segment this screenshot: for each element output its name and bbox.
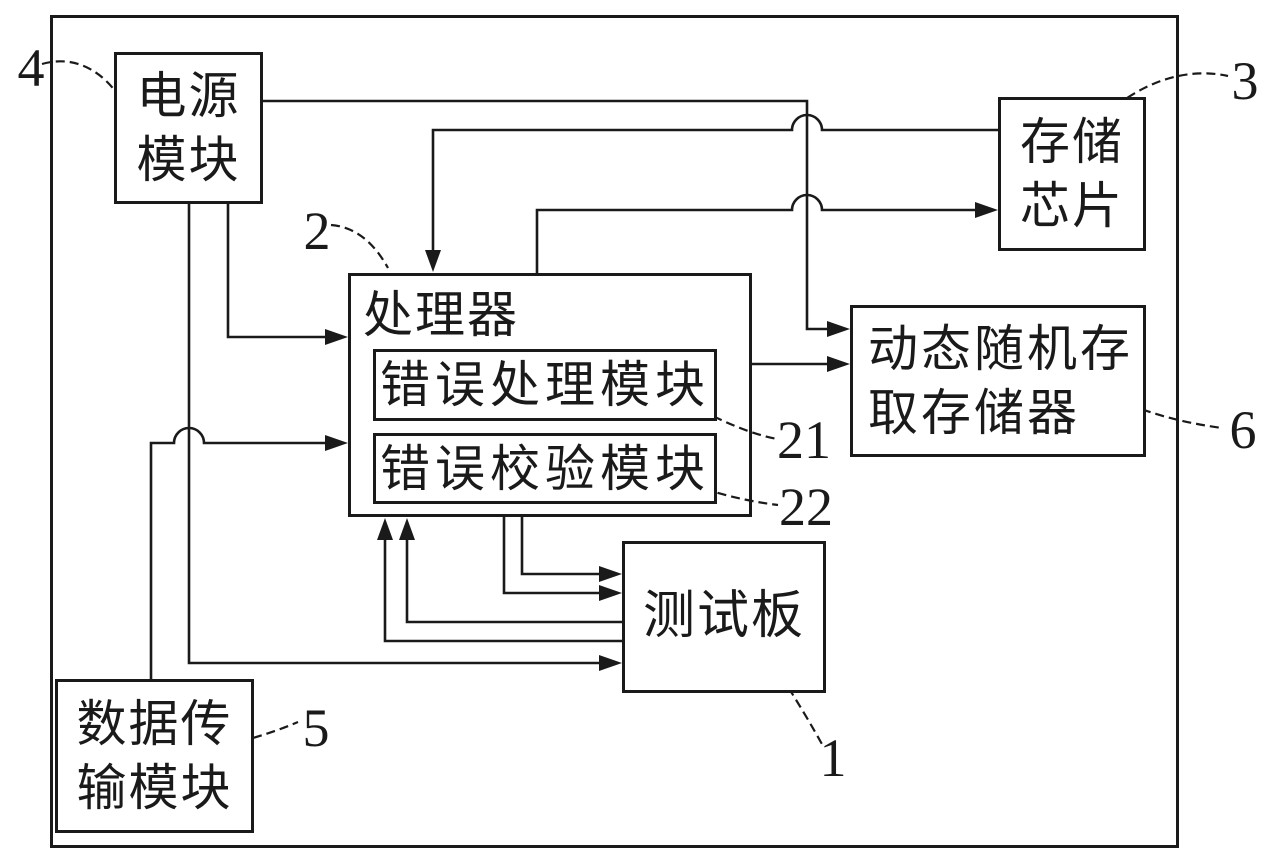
ref-label-power-module: 4 bbox=[17, 38, 45, 98]
dram-label-line2: 取存储器 bbox=[868, 385, 1080, 441]
error-check-module-label: 错误校验模块 bbox=[380, 440, 710, 497]
arrowhead-into-processor-left-1 bbox=[325, 329, 348, 345]
leader-ref-5 bbox=[252, 720, 299, 740]
ref-label-dram: 6 bbox=[1229, 400, 1257, 460]
ref-label-processor: 2 bbox=[303, 201, 331, 261]
data-transfer-label-line1: 数据传 bbox=[76, 696, 233, 752]
ref-label-storage-chip: 3 bbox=[1231, 51, 1259, 111]
arrowhead-into-dram-2 bbox=[827, 356, 850, 372]
ref-label-error-check: 22 bbox=[779, 477, 833, 537]
processor-label: 处理器 bbox=[363, 287, 519, 343]
line-power-to-processor bbox=[226, 204, 332, 339]
line-storage-to-processor bbox=[431, 113, 998, 256]
data-transfer-module-box: 数据传 输模块 bbox=[55, 679, 254, 833]
arrowhead-into-dram-1 bbox=[827, 321, 850, 337]
dram-box: 动态随机存 取存储器 bbox=[850, 305, 1146, 457]
ref-label-data-transfer: 5 bbox=[302, 698, 330, 758]
error-handling-module-box: 错误处理模块 bbox=[373, 349, 717, 421]
line-errorcheck-to-testboard-1 bbox=[520, 517, 606, 576]
power-module-label-line1: 电源 bbox=[136, 68, 241, 124]
arrowhead-into-testboard-1 bbox=[599, 566, 622, 582]
power-module-label-line2: 模块 bbox=[136, 132, 241, 188]
line-testboard-to-processor-1 bbox=[405, 533, 622, 624]
leader-ref-6 bbox=[1115, 397, 1223, 430]
dram-label-line1: 动态随机存 bbox=[868, 321, 1133, 377]
power-module-box: 电源 模块 bbox=[114, 52, 263, 204]
storage-chip-label-line1: 存储 bbox=[1020, 114, 1124, 170]
arrowhead-into-processor-bottom-1 bbox=[399, 518, 415, 540]
error-check-module-box: 错误校验模块 bbox=[373, 433, 717, 504]
arrowhead-into-testboard-3 bbox=[599, 655, 622, 671]
arrowhead-into-storage bbox=[975, 202, 998, 218]
storage-chip-box: 存储 芯片 bbox=[998, 97, 1146, 251]
arrowhead-into-processor-bottom-2 bbox=[377, 518, 393, 540]
leader-ref-1 bbox=[780, 675, 824, 747]
line-power-to-dram bbox=[263, 99, 832, 331]
test-board-label: 测试板 bbox=[642, 588, 805, 645]
line-power-to-testboard bbox=[187, 204, 606, 665]
test-board-box: 测试板 bbox=[622, 541, 826, 693]
figure-border bbox=[50, 15, 1179, 848]
arrowhead-into-testboard-2 bbox=[599, 585, 622, 601]
line-testboard-to-processor-2 bbox=[383, 533, 622, 643]
line-processor-to-storage bbox=[535, 193, 982, 273]
leader-ref-2 bbox=[330, 223, 389, 269]
processor-box: 处理器 错误处理模块 错误校验模块 bbox=[348, 273, 752, 517]
error-handling-module-label: 错误处理模块 bbox=[380, 357, 710, 413]
storage-chip-label-line2: 芯片 bbox=[1020, 178, 1124, 234]
line-datatransfer-to-processor bbox=[149, 426, 332, 679]
ref-label-error-handling: 21 bbox=[777, 410, 831, 470]
ref-label-test-board: 1 bbox=[819, 728, 847, 788]
arrowhead-into-processor-top bbox=[425, 250, 441, 272]
line-errorcheck-to-testboard-2 bbox=[502, 517, 606, 595]
arrowhead-into-processor-left-2 bbox=[325, 435, 348, 451]
data-transfer-label-line2: 输模块 bbox=[76, 760, 233, 816]
